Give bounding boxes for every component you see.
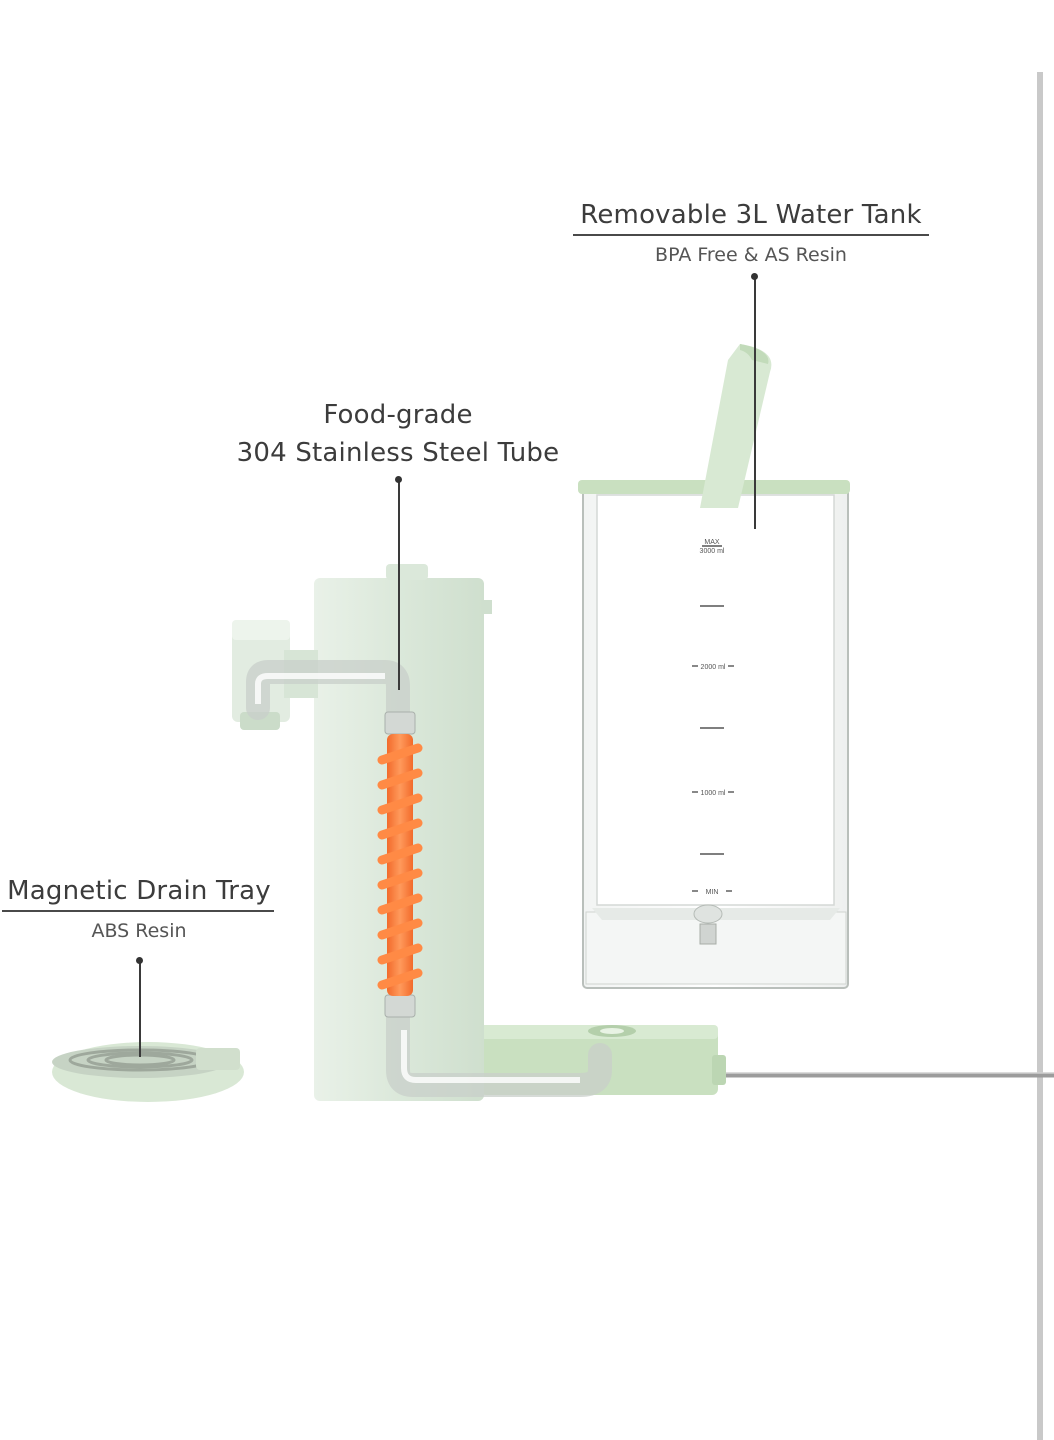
scale-max: MAX (704, 539, 720, 546)
tank-title: Removable 3L Water Tank (580, 200, 922, 230)
tube-title-line1: Food-grade (323, 400, 473, 430)
tank-subtitle: BPA Free & AS Resin (655, 244, 847, 266)
tank-leader-dot (751, 273, 758, 280)
tray-subtitle: ABS Resin (91, 920, 187, 942)
tray-title: Magnetic Drain Tray (7, 876, 271, 906)
tube-callout: Food-grade 304 Stainless Steel Tube (220, 396, 576, 472)
water-tank (578, 344, 850, 989)
drain-tray (52, 1042, 244, 1102)
dispenser-body (232, 564, 492, 1101)
tank-rule (573, 234, 929, 236)
tube-title-line2: 304 Stainless Steel Tube (236, 438, 560, 468)
tank-callout: Removable 3L Water Tank BPA Free & AS Re… (566, 200, 936, 266)
tray-rule (2, 910, 274, 912)
scale-max-ml: 3000 ml (700, 548, 725, 555)
right-edge-bar (1037, 72, 1043, 1440)
scale-min: MIN (706, 889, 719, 896)
tray-leader-dot (136, 957, 143, 964)
tank-leader-line (754, 277, 756, 529)
tube-leader-line (398, 480, 400, 690)
heater-coil (377, 734, 423, 996)
scale-2000: 2000 ml (701, 664, 726, 671)
scale-1000: 1000 ml (701, 790, 726, 797)
tray-callout: Magnetic Drain Tray ABS Resin (0, 876, 278, 942)
tube-leader-dot (395, 476, 402, 483)
tray-leader-line (139, 961, 141, 1057)
